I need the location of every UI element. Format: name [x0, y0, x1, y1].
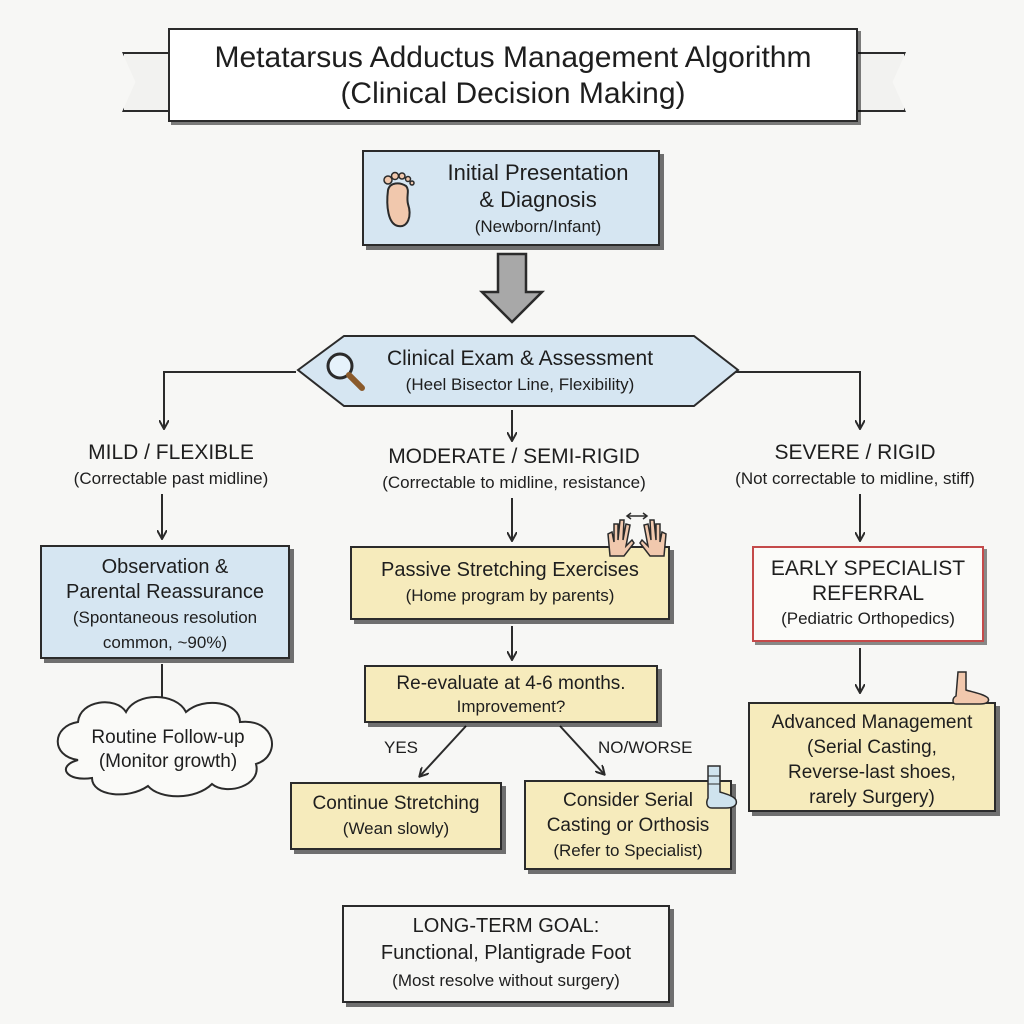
- branch-severe: SEVERE / RIGID (Not correctable to midli…: [700, 440, 1010, 492]
- reevaluate-line-2: Improvement?: [456, 697, 566, 716]
- advanced-line-2: (Serial Casting,: [807, 737, 937, 758]
- early-referral-box: EARLY SPECIALIST REFERRAL (Pediatric Ort…: [752, 546, 984, 642]
- branch-mild-subtitle: (Correctable past midline): [73, 469, 269, 488]
- goal-line-1: LONG-TERM GOAL:: [412, 915, 600, 937]
- hands-icon: [607, 512, 667, 557]
- stretching-line-1: Passive Stretching Exercises: [381, 559, 639, 581]
- branch-mild-title: MILD / FLEXIBLE: [88, 441, 254, 464]
- connector-reevaluate-no: [559, 725, 604, 774]
- goal-line-3: (Most resolve without surgery): [392, 971, 620, 990]
- serial-casting-box: Consider Serial Casting or Orthosis (Ref…: [524, 780, 732, 870]
- decision-yes-label: YES: [384, 738, 419, 757]
- advanced-line-3: Reverse-last shoes,: [788, 762, 956, 783]
- stretching-line-2: (Home program by parents): [405, 586, 615, 605]
- initial-line-2: & Diagnosis: [479, 187, 597, 212]
- serial-line-3: (Refer to Specialist): [553, 841, 703, 860]
- reevaluate-line-1: Re-evaluate at 4-6 months.: [396, 673, 626, 694]
- observation-line-3: (Spontaneous resolution: [72, 608, 258, 627]
- initial-line-3: (Newborn/Infant): [474, 217, 602, 236]
- initial-presentation-box: Initial Presentation & Diagnosis (Newbor…: [362, 150, 660, 246]
- branch-severe-subtitle: (Not correctable to midline, stiff): [735, 469, 975, 488]
- routine-cloud-shape: [56, 696, 273, 798]
- stretching-box: Passive Stretching Exercises (Home progr…: [350, 546, 670, 620]
- exam-line-2: (Heel Bisector Line, Flexibility): [405, 375, 635, 394]
- advanced-management-box: Advanced Management (Serial Casting, Rev…: [748, 702, 996, 812]
- page-subtitle: (Clinical Decision Making): [340, 77, 686, 110]
- observation-line-1: Observation &: [101, 556, 229, 578]
- branch-moderate-title: MODERATE / SEMI-RIGID: [388, 445, 640, 468]
- connector-exam-to-mild: [164, 371, 296, 428]
- long-term-goal-box: LONG-TERM GOAL: Functional, Plantigrade …: [342, 905, 670, 1003]
- connector-exam-to-severe: [734, 371, 860, 428]
- routine-followup-node: Routine Follow-up (Monitor growth): [58, 726, 278, 774]
- branch-moderate: MODERATE / SEMI-RIGID (Correctable to mi…: [344, 444, 684, 496]
- continue-line-1: Continue Stretching: [312, 793, 480, 814]
- observation-line-2: Parental Reassurance: [66, 581, 264, 603]
- advanced-line-1: Advanced Management: [771, 712, 973, 733]
- serial-line-2: Casting or Orthosis: [546, 815, 710, 836]
- referral-line-2: REFERRAL: [811, 582, 925, 605]
- connector-reevaluate-yes: [420, 725, 467, 776]
- magnifier-icon: [326, 352, 365, 391]
- continue-line-2: (Wean slowly): [342, 819, 450, 838]
- routine-line-2: (Monitor growth): [98, 751, 238, 772]
- branch-moderate-subtitle: (Correctable to midline, resistance): [382, 473, 646, 492]
- decision-no-label: NO/WORSE: [598, 738, 693, 757]
- page-title: Metatarsus Adductus Management Algorithm: [214, 41, 812, 74]
- referral-line-1: EARLY SPECIALIST: [770, 557, 966, 580]
- referral-line-3: (Pediatric Orthopedics): [781, 609, 955, 628]
- serial-line-1: Consider Serial: [563, 790, 693, 811]
- observation-line-4: common, ~90%): [102, 633, 228, 652]
- advanced-line-4: rarely Surgery): [809, 787, 935, 808]
- initial-line-1: Initial Presentation: [447, 160, 629, 185]
- page-title-banner: Metatarsus Adductus Management Algorithm…: [168, 28, 858, 122]
- continue-stretching-box: Continue Stretching (Wean slowly): [290, 782, 502, 850]
- down-arrow-icon: [478, 252, 546, 324]
- routine-line-1: Routine Follow-up: [91, 727, 245, 748]
- exam-line-1: Clinical Exam & Assessment: [386, 347, 654, 370]
- heel-icon: [952, 671, 990, 705]
- goal-line-2: Functional, Plantigrade Foot: [380, 942, 632, 964]
- reevaluate-box: Re-evaluate at 4-6 months. Improvement?: [364, 665, 658, 723]
- observation-box: Observation & Parental Reassurance (Spon…: [40, 545, 290, 659]
- cast-sock-icon: [706, 765, 738, 809]
- clinical-exam-node: Clinical Exam & Assessment (Heel Bisecto…: [330, 346, 710, 400]
- branch-severe-title: SEVERE / RIGID: [774, 441, 936, 464]
- foot-icon: [383, 171, 415, 228]
- exam-hexagon: [296, 335, 740, 407]
- branch-mild: MILD / FLEXIBLE (Correctable past midlin…: [48, 440, 294, 492]
